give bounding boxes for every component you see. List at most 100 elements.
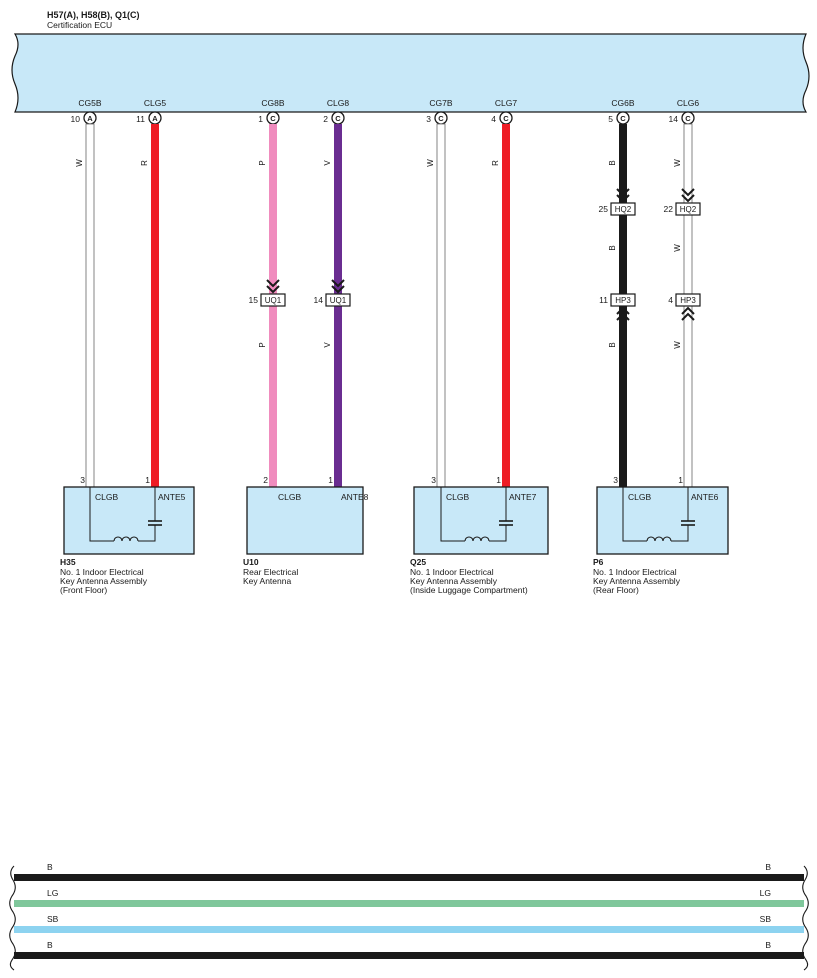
ecu-body: [11, 33, 810, 113]
antenna-code-u10: U10: [243, 557, 259, 567]
wire-color-code-w8-2: W: [673, 341, 682, 349]
antenna-left-pin-u10: 2: [263, 475, 268, 485]
chevron-icon: [681, 188, 695, 197]
ecu-pin-connector-cg5b: A: [87, 114, 93, 123]
ecu-pin-number-cg8b: 1: [258, 114, 263, 124]
antenna-left-pin-p6: 3: [613, 475, 618, 485]
inline-connector-box-hq2b: [675, 202, 701, 216]
ecu-pin-label-clg7: CLG7: [495, 98, 517, 108]
antenna-trace-p6: [622, 487, 647, 542]
antenna-name-line-q25-1: Key Antenna Assembly: [410, 576, 498, 586]
antenna-right-label-h35: ANTE5: [158, 492, 186, 502]
antenna-name-line-u10-1: Key Antenna: [243, 576, 291, 586]
antenna-right-pin-h35: 1: [145, 475, 150, 485]
antenna-name-line-h35-1: Key Antenna Assembly: [60, 576, 148, 586]
wire-w1: [85, 123, 95, 488]
ecu-pin-connector-clg7: C: [503, 114, 509, 123]
antenna-left-pin-q25: 3: [431, 475, 436, 485]
antenna-box-h35: [63, 486, 195, 555]
ecu-pin-number-clg6: 14: [669, 114, 679, 124]
antenna-name-line-p6-2: (Rear Floor): [593, 585, 639, 595]
ecu-pin-label-cg6b: CG6B: [611, 98, 634, 108]
inline-connector-box-hp3b: [675, 293, 701, 307]
bus-line-b2: [14, 900, 804, 907]
wire-color-code-w7-1: B: [608, 245, 617, 250]
antenna-right-pin-p6: 1: [678, 475, 683, 485]
bus-code-left-b3: SB: [47, 914, 59, 924]
wire-color-code-w8-1: W: [673, 244, 682, 252]
wire-color-code-w3-0: P: [258, 160, 267, 165]
ecu-pin-connector-clg8: C: [335, 114, 341, 123]
antenna-right-label-u10: ANTE8: [341, 492, 369, 502]
bus-code-right-b4: B: [765, 940, 771, 950]
inline-connector-pin-uq1a: 15: [249, 295, 259, 305]
chevron-icon: [266, 285, 280, 294]
antenna-box-q25: [413, 486, 549, 555]
bus-line-b3: [14, 926, 804, 933]
antenna-right-label-p6: ANTE6: [691, 492, 719, 502]
antenna-name-line-q25-2: (Inside Luggage Compartment): [410, 585, 528, 595]
inline-connector-pin-hp3b: 4: [668, 295, 673, 305]
wire-color-code-w6-0: R: [491, 160, 500, 166]
antenna-trace-q25: [489, 525, 507, 542]
ecu-pin-label-clg5: CLG5: [144, 98, 166, 108]
antenna-name-line-p6-0: No. 1 Indoor Electrical: [593, 567, 677, 577]
antenna-trace-q25: [440, 487, 465, 542]
bus-left-edge: [9, 865, 16, 971]
wire-color-code-w7-0: B: [608, 160, 617, 165]
antenna-box-u10: [246, 486, 364, 555]
ecu-pin-connector-cg8b: C: [270, 114, 276, 123]
chevron-icon: [616, 312, 630, 321]
bus-code-right-b3: SB: [760, 914, 772, 924]
chevron-icon: [681, 194, 695, 203]
antenna-name-line-h35-0: No. 1 Indoor Electrical: [60, 567, 144, 577]
antenna-name-line-h35-2: (Front Floor): [60, 585, 107, 595]
bus-code-left-b4: B: [47, 940, 53, 950]
inline-connector-box-uq1b: [325, 293, 351, 307]
antenna-left-label-h35: CLGB: [95, 492, 118, 502]
antenna-name-line-q25-0: No. 1 Indoor Electrical: [410, 567, 494, 577]
antenna-left-pin-h35: 3: [80, 475, 85, 485]
antenna-box-p6: [596, 486, 729, 555]
bus-code-right-b2: LG: [760, 888, 771, 898]
antenna-trace-h35: [89, 487, 114, 542]
inline-connector-name-hq2a: HQ2: [615, 205, 632, 214]
inline-connector-name-uq1a: UQ1: [265, 296, 282, 305]
wire-w5: [436, 123, 446, 488]
inline-connector-name-hq2b: HQ2: [680, 205, 697, 214]
ecu-pin-connector-cg7b: C: [438, 114, 444, 123]
chevron-icon: [616, 306, 630, 315]
coil-icon: [646, 536, 672, 542]
inline-connector-name-uq1b: UQ1: [330, 296, 347, 305]
ecu-name: Certification ECU: [47, 20, 112, 30]
chevron-icon: [331, 279, 345, 288]
wire-w6: [502, 124, 510, 487]
inline-connector-name-hp3a: HP3: [615, 296, 631, 305]
bus-line-b4: [14, 952, 804, 959]
antenna-left-label-q25: CLGB: [446, 492, 469, 502]
wire-color-code-w1-0: W: [75, 159, 84, 167]
ecu-pin-number-cg5b: 10: [71, 114, 81, 124]
chevron-icon: [681, 306, 695, 315]
bus-code-left-b1: B: [47, 862, 53, 872]
antenna-name-line-p6-1: Key Antenna Assembly: [593, 576, 681, 586]
wire-color-code-w5-0: W: [426, 159, 435, 167]
inline-connector-name-hp3b: HP3: [680, 296, 696, 305]
antenna-right-pin-q25: 1: [496, 475, 501, 485]
inline-connector-pin-hq2a: 25: [599, 204, 609, 214]
coil-icon: [464, 536, 490, 542]
ecu-pin-number-cg7b: 3: [426, 114, 431, 124]
ecu-pin-number-clg7: 4: [491, 114, 496, 124]
ecu-pin-label-cg8b: CG8B: [261, 98, 284, 108]
inline-connector-pin-uq1b: 14: [314, 295, 324, 305]
inline-connector-box-uq1a: [260, 293, 286, 307]
inline-connector-pin-hp3a: 11: [599, 295, 608, 305]
antenna-right-pin-u10: 1: [328, 475, 333, 485]
antenna-name-line-u10-0: Rear Electrical: [243, 567, 298, 577]
antenna-left-label-p6: CLGB: [628, 492, 651, 502]
antenna-code-q25: Q25: [410, 557, 426, 567]
